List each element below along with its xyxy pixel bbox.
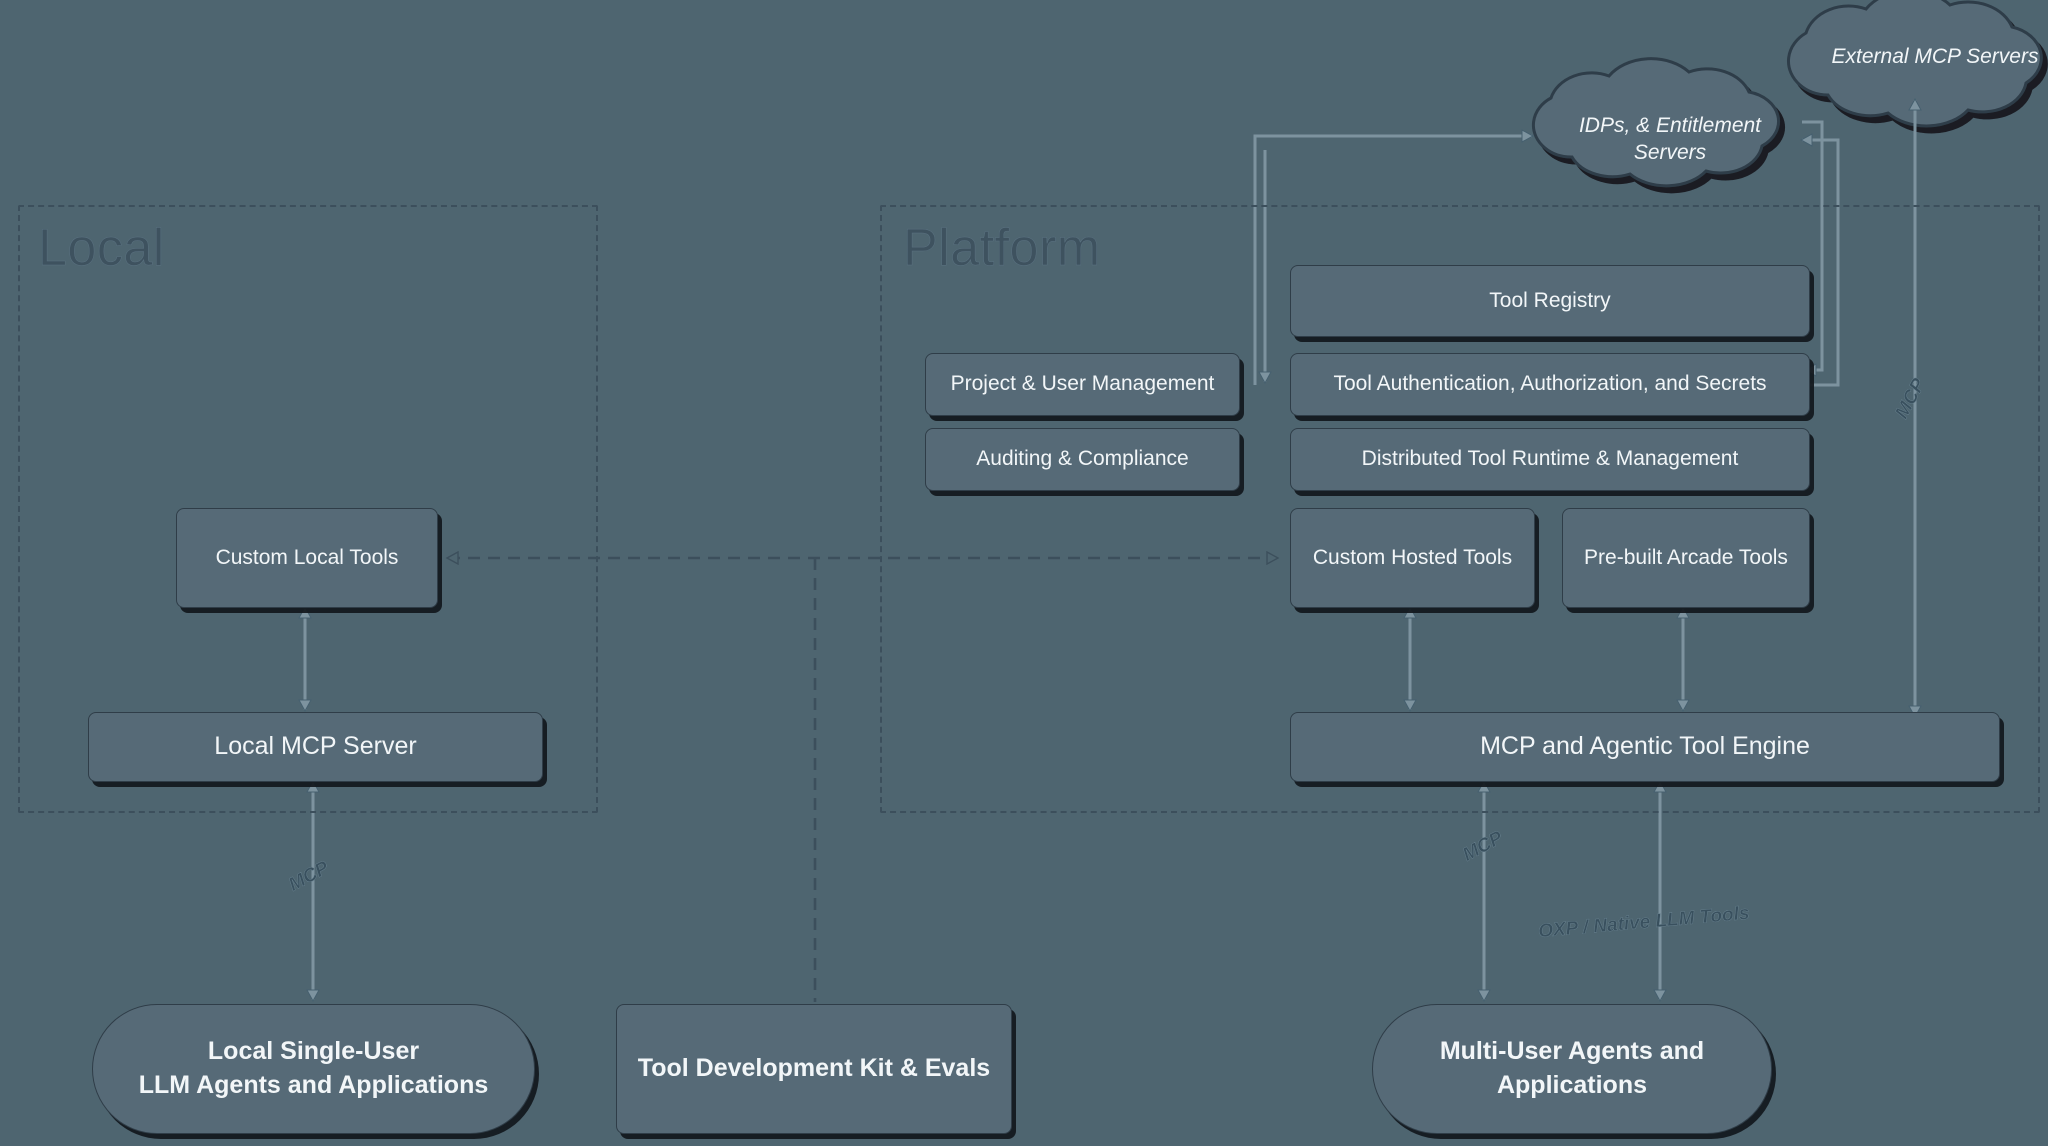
node-mcp-agentic-tool-engine-label: MCP and Agentic Tool Engine	[1480, 732, 1810, 761]
node-local-single-user-agents-label: Local Single-User LLM Agents and Applica…	[138, 1037, 489, 1099]
node-multi-user-agents-label: Multi-User Agents and Applications	[1439, 1037, 1705, 1099]
node-tool-authentication-authorization-secrets[interactable]: Tool Authentication, Authorization, and …	[1290, 353, 1810, 416]
node-tool-development-kit[interactable]: Tool Development Kit & Evals	[616, 1004, 1012, 1134]
node-tool-registry[interactable]: Tool Registry	[1290, 265, 1810, 337]
group-local-title: Local	[38, 219, 165, 278]
node-tool-development-kit-label: Tool Development Kit & Evals	[637, 1054, 991, 1083]
node-auditing-compliance[interactable]: Auditing & Compliance	[925, 428, 1240, 491]
node-local-mcp-server[interactable]: Local MCP Server	[88, 712, 543, 782]
edge-projectusermanagement-idps	[1253, 129, 1535, 385]
node-multi-user-agents[interactable]: Multi-User Agents and Applications	[1372, 1004, 1772, 1134]
node-tool-registry-label: Tool Registry	[1489, 288, 1611, 312]
node-custom-hosted-tools[interactable]: Custom Hosted Tools	[1290, 508, 1535, 608]
node-distributed-tool-runtime-management[interactable]: Distributed Tool Runtime & Management	[1290, 428, 1810, 491]
group-platform	[880, 205, 2040, 813]
node-local-mcp-server-label: Local MCP Server	[214, 732, 417, 761]
node-project-user-management[interactable]: Project & User Management	[925, 353, 1240, 416]
node-distributed-tool-runtime-management-label: Distributed Tool Runtime & Management	[1361, 447, 1739, 471]
node-custom-hosted-tools-label: Custom Hosted Tools	[1312, 545, 1513, 569]
node-tool-authentication-authorization-secrets-label: Tool Authentication, Authorization, and …	[1333, 372, 1767, 396]
edge-toolauth-idps	[1799, 133, 1840, 387]
node-prebuilt-arcade-tools-label: Pre-built Arcade Tools	[1584, 545, 1788, 569]
group-local	[18, 205, 598, 813]
node-mcp-agentic-tool-engine[interactable]: MCP and Agentic Tool Engine	[1290, 712, 2000, 782]
node-project-user-management-label: Project & User Management	[950, 372, 1215, 396]
cloud-idps-entitlement-servers	[1531, 57, 1780, 188]
cloud-external-mcp-servers	[1786, 0, 2043, 128]
node-local-single-user-agents[interactable]: Local Single-User LLM Agents and Applica…	[92, 1004, 535, 1134]
node-auditing-compliance-label: Auditing & Compliance	[976, 447, 1189, 471]
node-custom-local-tools-label: Custom Local Tools	[215, 545, 399, 569]
node-custom-local-tools[interactable]: Custom Local Tools	[176, 508, 438, 608]
node-prebuilt-arcade-tools[interactable]: Pre-built Arcade Tools	[1562, 508, 1810, 608]
edge-idps-toolauth	[1802, 120, 1824, 377]
group-platform-title: Platform	[903, 219, 1101, 278]
